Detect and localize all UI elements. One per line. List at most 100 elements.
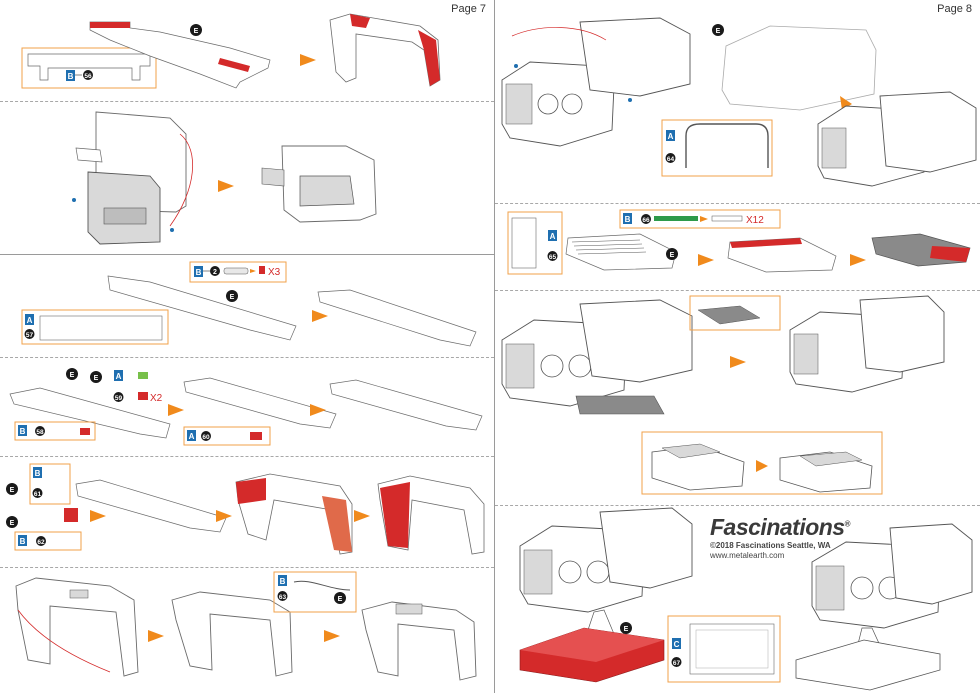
- next-arrow: [218, 180, 234, 192]
- parts-callout-box: [619, 209, 781, 229]
- next-arrow: [300, 54, 316, 66]
- tool-badge: [190, 24, 202, 36]
- tool-letter: E: [716, 28, 721, 35]
- step-separator: [0, 101, 494, 102]
- part-number: 2: [213, 269, 217, 276]
- part-number-badge: [83, 70, 93, 80]
- part-number-badge: [36, 536, 46, 546]
- tool-badge: [620, 622, 632, 634]
- red-part: [259, 266, 265, 274]
- part-number-badge: [671, 657, 682, 667]
- red-panel: [930, 246, 970, 262]
- step-separator: [0, 357, 494, 358]
- part-number: 63: [279, 594, 287, 601]
- red-panel: [418, 30, 440, 86]
- sheet-letter: B: [20, 427, 26, 436]
- next-arrow: [148, 630, 164, 642]
- sheet-badge: [194, 266, 203, 277]
- red-part: [80, 428, 90, 435]
- sheet-letter: A: [550, 232, 556, 241]
- sheet-letter: B: [280, 577, 286, 586]
- part-number: 67: [673, 660, 681, 667]
- brand-copyright: ©2018 Fascinations Seattle, WA: [710, 541, 831, 550]
- flat-part-outline: [689, 623, 775, 675]
- tool-letter: E: [624, 626, 629, 633]
- control-panel: [505, 83, 533, 125]
- parts-callout-box: [507, 211, 563, 275]
- flat-part-outline: [183, 377, 337, 429]
- quantity-label: X12: [746, 215, 764, 226]
- step-8-1: E A 64: [501, 17, 977, 187]
- glue-dot: [514, 64, 518, 68]
- next-arrow: [216, 510, 232, 522]
- red-panel: [218, 58, 250, 72]
- flat-part-outline: [565, 233, 677, 271]
- gray-panel: [299, 175, 355, 207]
- part-number: 64: [667, 156, 675, 163]
- cable-part: [293, 580, 351, 591]
- flat-part-outline: [511, 217, 537, 269]
- next-arrow: [168, 404, 184, 416]
- step-8-2: A 65 B 66 X12 E: [507, 209, 971, 275]
- tool-badge: [90, 371, 102, 383]
- gray-panel: [395, 603, 423, 615]
- tool-letter: E: [94, 375, 99, 382]
- assembled-body: [171, 591, 293, 677]
- parts-callout-box: [14, 531, 82, 551]
- dial-icon: [850, 576, 874, 600]
- parts-callout-box: [183, 426, 271, 446]
- red-part: [64, 508, 78, 522]
- step-8-3: [501, 295, 945, 495]
- flat-part-outline: [317, 289, 477, 347]
- red-panel: [350, 14, 370, 28]
- green-part: [654, 216, 698, 221]
- device-housing: [599, 507, 693, 589]
- parts-callout-box: [21, 47, 157, 89]
- device-housing: [859, 295, 945, 373]
- parts-callout-box: [641, 431, 883, 495]
- parts-callout-box: [29, 463, 71, 505]
- guide-line: [169, 133, 193, 227]
- quantity-label: X2: [150, 393, 163, 404]
- control-panel: [523, 549, 553, 595]
- dial-icon: [561, 93, 583, 115]
- sheet-badge: [25, 314, 34, 325]
- gray-panel: [103, 207, 147, 225]
- next-arrow: [756, 460, 768, 472]
- brand-block: Fascinations® ©2018 Fascinations Seattle…: [710, 514, 860, 561]
- sheet-badge: [187, 430, 196, 441]
- next-arrow: [250, 269, 256, 273]
- tool-letter: E: [194, 28, 199, 35]
- sheet-badge: [672, 638, 681, 649]
- handle-part: [685, 123, 769, 168]
- step-7-3: B 2 X3 A 57 E: [21, 261, 477, 347]
- next-arrow: [730, 356, 746, 368]
- tool-letter: E: [338, 596, 343, 603]
- flat-part-outline: [27, 53, 151, 81]
- part-number-badge: [277, 591, 288, 601]
- control-panel: [793, 333, 819, 375]
- parts-callout-box: [14, 421, 96, 441]
- device-housing: [579, 17, 691, 97]
- step-7-5: B 61 E E B 62: [6, 463, 485, 555]
- step-7-1: [21, 13, 441, 89]
- red-panel: [380, 482, 410, 548]
- parts-callout-box: [667, 615, 781, 683]
- gray-panel: [575, 395, 665, 415]
- parts-callout-box: [661, 119, 773, 177]
- tool-letter: E: [70, 372, 75, 379]
- flat-part-outline: [89, 21, 271, 89]
- flat-part-outline: [9, 387, 171, 439]
- parts-callout-box: [273, 571, 357, 613]
- page-divider: [494, 0, 495, 693]
- step-7-4: E E A 59 X2 B 58 A 60: [9, 368, 483, 446]
- device-detail: [779, 451, 873, 493]
- part-number-badge: [201, 431, 211, 441]
- sheet-badge: [66, 70, 75, 81]
- sheet-badge: [278, 575, 287, 586]
- sheet-letter: B: [196, 268, 202, 277]
- tool-letter: E: [10, 520, 15, 527]
- flat-part-outline: [75, 479, 227, 533]
- flat-part-outline: [107, 275, 297, 341]
- part-number: 57: [26, 332, 34, 339]
